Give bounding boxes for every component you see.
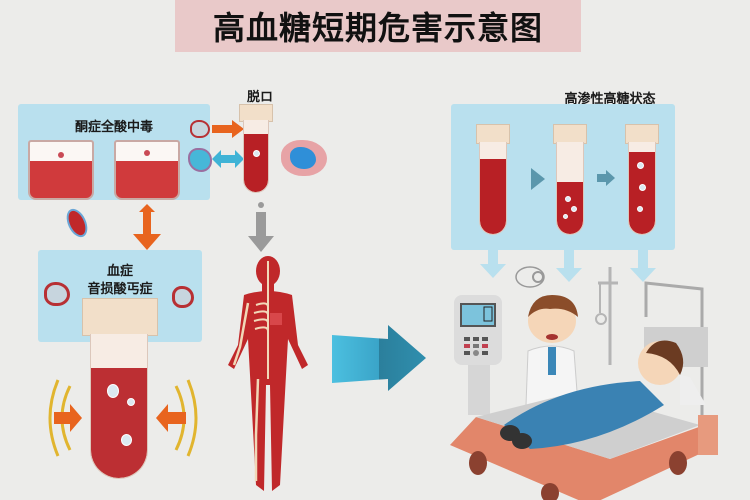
teal-right-arrow-icon xyxy=(332,325,426,391)
hyperosmolar-tube xyxy=(628,142,656,235)
ketoacidosis-label: 酮症全酸中毒 xyxy=(74,120,153,135)
human-body-anatomy-icon xyxy=(228,256,308,491)
ketoacidosis-panel: 酮症全酸中毒 xyxy=(18,104,210,200)
hyperosmolar-panel: 血症 音损酸丐症 xyxy=(38,250,202,342)
panel-label-line1: 血症 xyxy=(106,264,133,279)
panel-label-line2: 音损酸丐症 xyxy=(87,282,153,297)
hhs-label: 高渗性高糖状态 xyxy=(564,92,656,107)
light-blue-down-arrow-icon xyxy=(556,250,582,282)
page-title: 高血糖短期危害示意图 xyxy=(212,9,543,47)
play-arrow-icon xyxy=(531,168,545,190)
blood-cell-icon xyxy=(44,282,70,306)
dehydrated-cell-icon xyxy=(281,140,327,176)
orange-down-arrow-icon xyxy=(133,204,161,250)
large-tube-cap xyxy=(82,298,158,336)
dehydration-tube xyxy=(243,120,269,193)
normal-tube xyxy=(479,142,507,235)
left-compression-icon xyxy=(48,379,82,457)
right-arrow-icon xyxy=(597,170,615,186)
blood-cell-icon xyxy=(190,120,210,138)
drop-icon xyxy=(144,150,150,156)
light-blue-down-arrow-icon xyxy=(480,250,506,278)
beaker-left xyxy=(28,140,94,200)
title-banner: 高血糖短期危害示意图 xyxy=(175,0,581,52)
blood-cell-icon xyxy=(172,286,194,308)
blue-double-arrow-icon xyxy=(212,150,244,168)
gray-down-arrow-icon xyxy=(248,202,274,252)
large-tube xyxy=(90,334,148,479)
dehydration-label: 脱ロ xyxy=(246,90,273,105)
orange-right-arrow-icon xyxy=(212,120,244,138)
beaker-right xyxy=(114,140,180,200)
light-blue-down-arrow-icon xyxy=(630,250,656,282)
cell-blue-icon xyxy=(188,148,212,172)
hospital-bed-scene-icon xyxy=(450,266,718,500)
right-compression-icon xyxy=(156,379,198,457)
concentrated-tube xyxy=(556,142,584,235)
drop-icon xyxy=(58,152,64,158)
hhs-panel xyxy=(451,104,675,250)
elongated-cell-icon xyxy=(62,205,92,241)
